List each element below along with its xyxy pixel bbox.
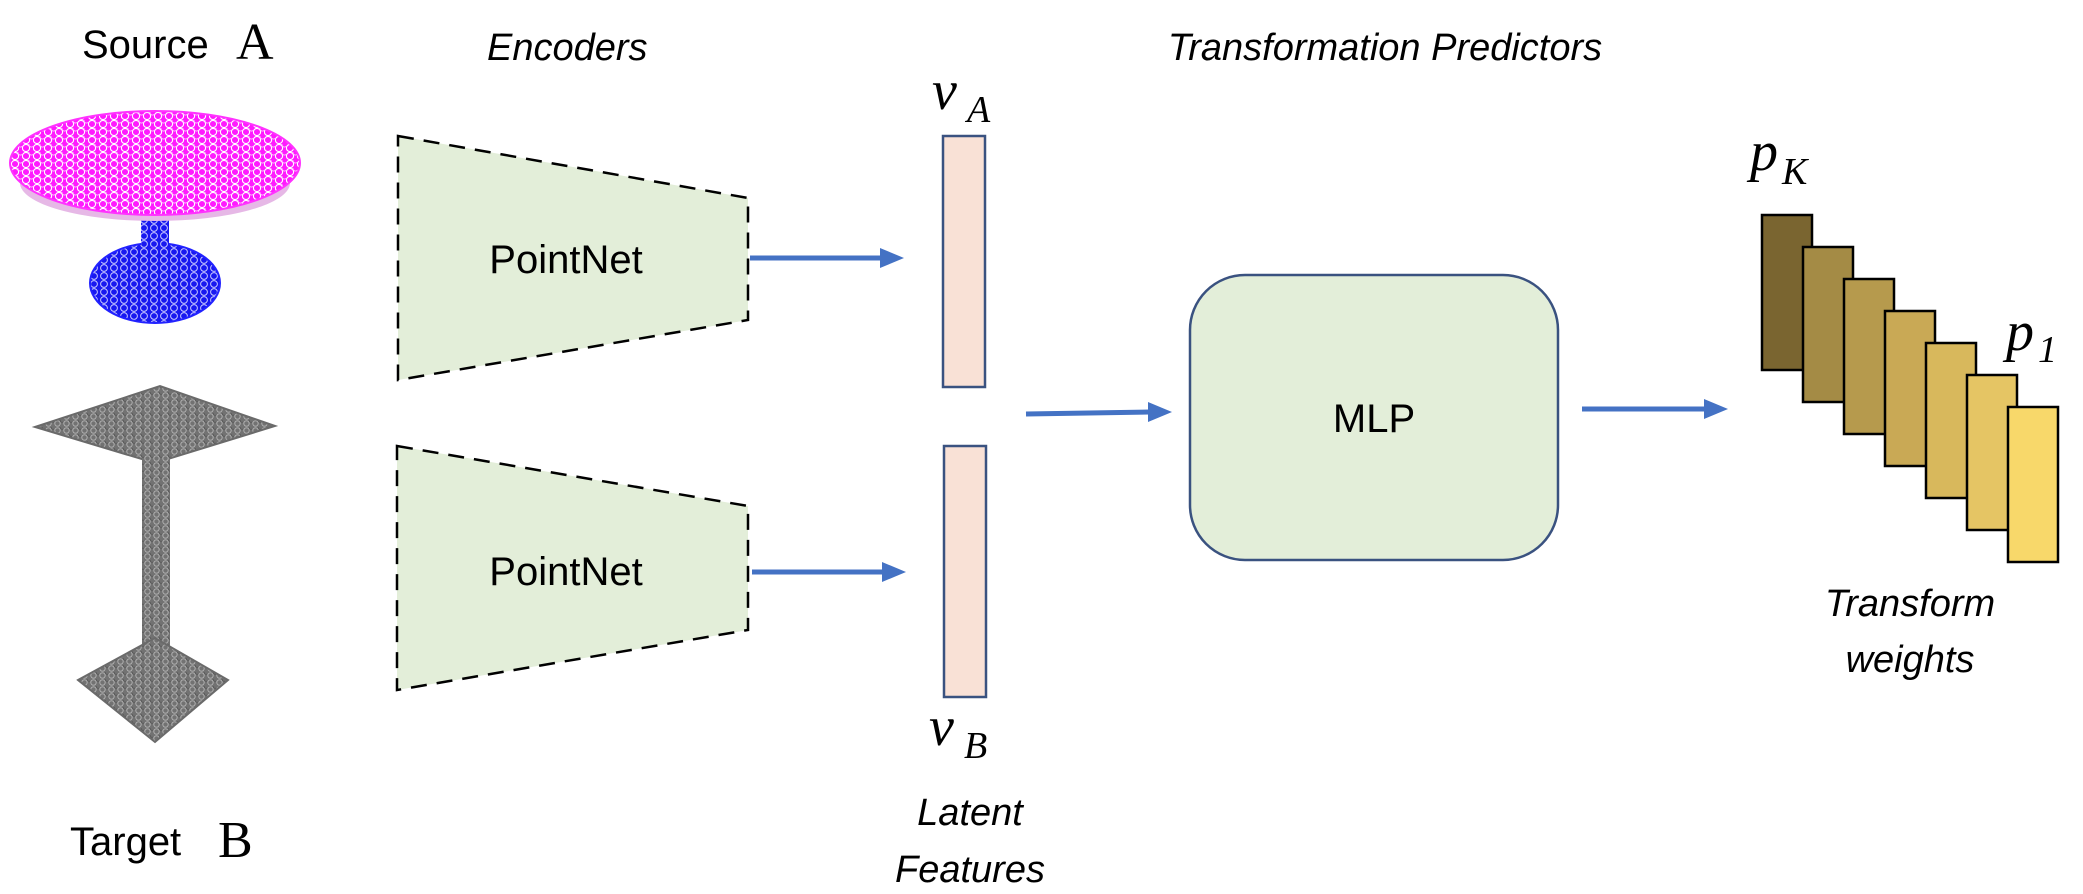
weight-pk-label: p K <box>1746 121 1809 193</box>
encoder-bottom-shape <box>395 444 750 692</box>
latent-a-label: ν A <box>932 60 991 131</box>
encoder-top-label: PointNet <box>489 238 642 282</box>
target-stem <box>142 448 170 648</box>
target-label-letter: B <box>218 812 253 869</box>
source-label-text: Source <box>82 23 209 67</box>
target-top <box>31 384 279 465</box>
latent-caption-line2: Features <box>895 849 1045 891</box>
transform-weight-block <box>2006 405 2060 564</box>
encoder-top-shape <box>396 134 750 382</box>
arrow-encoder-bottom-to-latent-b <box>752 562 906 582</box>
source-label: Source A <box>82 14 274 71</box>
weights-caption-line2: weights <box>1846 639 1975 681</box>
target-label: Target B <box>70 812 253 869</box>
arrow-mlp-to-weights <box>1582 399 1728 419</box>
latent-b-label: ν B <box>929 696 987 767</box>
latent-a-symbol: ν <box>932 60 957 122</box>
source-top <box>9 110 301 216</box>
weight-p1-subscript: 1 <box>2038 329 2057 371</box>
arrow-encoder-top-to-latent-a <box>750 248 904 268</box>
latent-b-subscript: B <box>964 725 987 767</box>
latent-caption-line1: Latent <box>917 792 1024 834</box>
mlp-box <box>1188 273 1560 562</box>
target-base <box>76 636 230 744</box>
source-stem <box>141 218 169 268</box>
target-label-text: Target <box>70 820 181 864</box>
encoder-bottom: PointNet <box>395 444 750 692</box>
mlp-label: MLP <box>1333 397 1415 441</box>
encoders-heading: Encoders <box>487 27 648 69</box>
encoder-bottom-label: PointNet <box>489 550 642 594</box>
latent-a-subscript: A <box>964 89 991 131</box>
latent-b-vector <box>942 444 988 699</box>
source-label-letter: A <box>236 14 274 71</box>
source-point-cloud <box>9 110 301 324</box>
weight-pk-subscript: K <box>1781 151 1809 193</box>
predictors-heading: Transformation Predictors <box>1168 27 1602 69</box>
transform-weights-stack <box>1760 213 2060 564</box>
target-point-cloud <box>31 384 279 744</box>
weights-caption-line1: Transform <box>1825 583 1995 625</box>
latent-b-symbol: ν <box>929 696 954 758</box>
arrow-latents-to-mlp <box>1025 402 1172 422</box>
weight-p1-label: p 1 <box>2002 301 2057 371</box>
latent-a-vector <box>941 134 987 389</box>
mlp-block: MLP <box>1188 273 1560 562</box>
weight-p1-symbol: p <box>2002 301 2034 363</box>
transform-weights-caption: Transform weights <box>1825 583 1995 681</box>
latent-features-caption: Latent Features <box>895 792 1045 891</box>
weight-pk-symbol: p <box>1746 121 1778 183</box>
encoder-top: PointNet <box>396 134 750 382</box>
